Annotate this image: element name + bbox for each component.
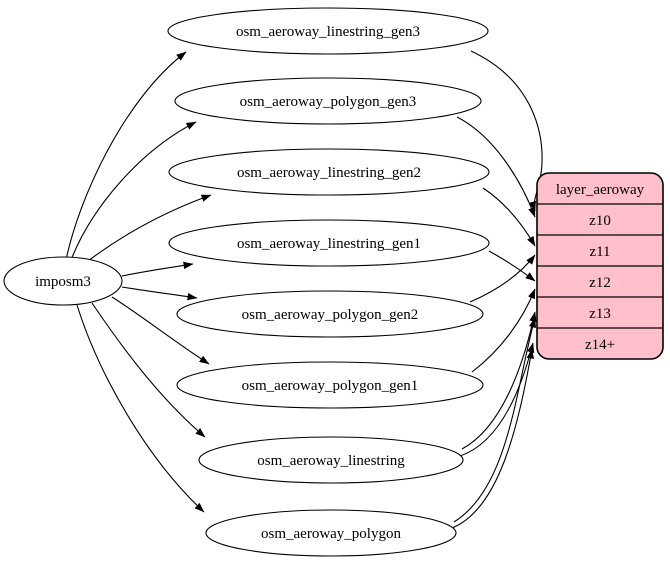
node-osm_aeroway_linestring_gen3: osm_aeroway_linestring_gen3 (167, 7, 489, 55)
edge-group-imposm3 (65, 51, 212, 513)
table-label: osm_aeroway_linestring (257, 453, 405, 469)
node-layer_aeroway: layer_aeroway z10 z11 z12 z13 z14+ (536, 172, 664, 360)
edge-imposm3-osm_aeroway_linestring_gen3 (65, 51, 187, 261)
edge-imposm3-osm_aeroway_polygon_gen1 (111, 296, 210, 365)
table-ellipse (205, 509, 457, 557)
edge-group-layer (451, 50, 543, 529)
layer-row-z14: z14+ (585, 337, 615, 353)
table-label: osm_aeroway_linestring_gen2 (237, 165, 421, 181)
edge-imposm3-osm_aeroway_polygon_gen2 (121, 286, 198, 301)
table-ellipse (176, 361, 484, 409)
node-osm_aeroway_polygon_gen1: osm_aeroway_polygon_gen1 (176, 361, 484, 409)
edge-imposm3-osm_aeroway_polygon_gen3 (70, 121, 197, 261)
table-ellipse (168, 148, 490, 196)
edge-osm_aeroway_polygon_gen1-z12 (471, 288, 536, 373)
table-label: osm_aeroway_polygon_gen1 (242, 378, 419, 394)
edge-osm_aeroway_linestring_gen3-z10 (470, 50, 543, 212)
edge-imposm3-osm_aeroway_linestring_gen2 (83, 194, 212, 265)
node-osm_aeroway_linestring: osm_aeroway_linestring (198, 436, 464, 484)
edge-osm_aeroway_linestring_gen1-z12 (488, 250, 536, 282)
layer-title: layer_aeroway (556, 182, 645, 198)
table-label: osm_aeroway_linestring_gen1 (237, 236, 421, 252)
edge-osm_aeroway_polygon-z13 (453, 317, 536, 523)
layer-row-z13: z13 (589, 306, 611, 322)
table-label: osm_aeroway_polygon_gen2 (242, 307, 419, 323)
node-imposm3: imposm3 (3, 256, 123, 306)
edge-osm_aeroway_polygon_gen3-z10 (456, 116, 536, 218)
table-ellipse (198, 436, 464, 484)
node-osm_aeroway_polygon: osm_aeroway_polygon (205, 509, 457, 557)
table-ellipse (174, 77, 482, 125)
table-label: osm_aeroway_polygon_gen3 (240, 94, 417, 110)
layer-row-z10: z10 (589, 213, 611, 229)
table-ellipse (176, 290, 484, 338)
edge-osm_aeroway_polygon_gen2-z11 (469, 254, 536, 303)
table-ellipse (168, 219, 490, 267)
node-osm_aeroway_linestring_gen1: osm_aeroway_linestring_gen1 (168, 219, 490, 267)
layer-row-z12: z12 (589, 275, 611, 291)
edge-osm_aeroway_linestring-z13 (461, 311, 537, 450)
table-ellipse (167, 7, 489, 55)
table-label: osm_aeroway_polygon (261, 526, 401, 542)
imposm3-ellipse (3, 256, 123, 306)
imposm3-label: imposm3 (35, 274, 91, 290)
table-label: osm_aeroway_linestring_gen3 (236, 24, 420, 40)
edge-imposm3-osm_aeroway_linestring_gen1 (121, 261, 194, 277)
edge-osm_aeroway_linestring-z14 (459, 342, 535, 457)
node-osm_aeroway_polygon_gen2: osm_aeroway_polygon_gen2 (176, 290, 484, 338)
node-osm_aeroway_linestring_gen2: osm_aeroway_linestring_gen2 (168, 148, 490, 196)
node-osm_aeroway_polygon_gen3: osm_aeroway_polygon_gen3 (174, 77, 482, 125)
edge-imposm3-osm_aeroway_linestring (91, 302, 206, 438)
layer-row-z11: z11 (589, 244, 610, 260)
edge-osm_aeroway_polygon-z14 (451, 348, 534, 529)
edge-osm_aeroway_linestring_gen2-z11 (482, 187, 536, 247)
edge-imposm3-osm_aeroway_polygon (76, 304, 205, 513)
